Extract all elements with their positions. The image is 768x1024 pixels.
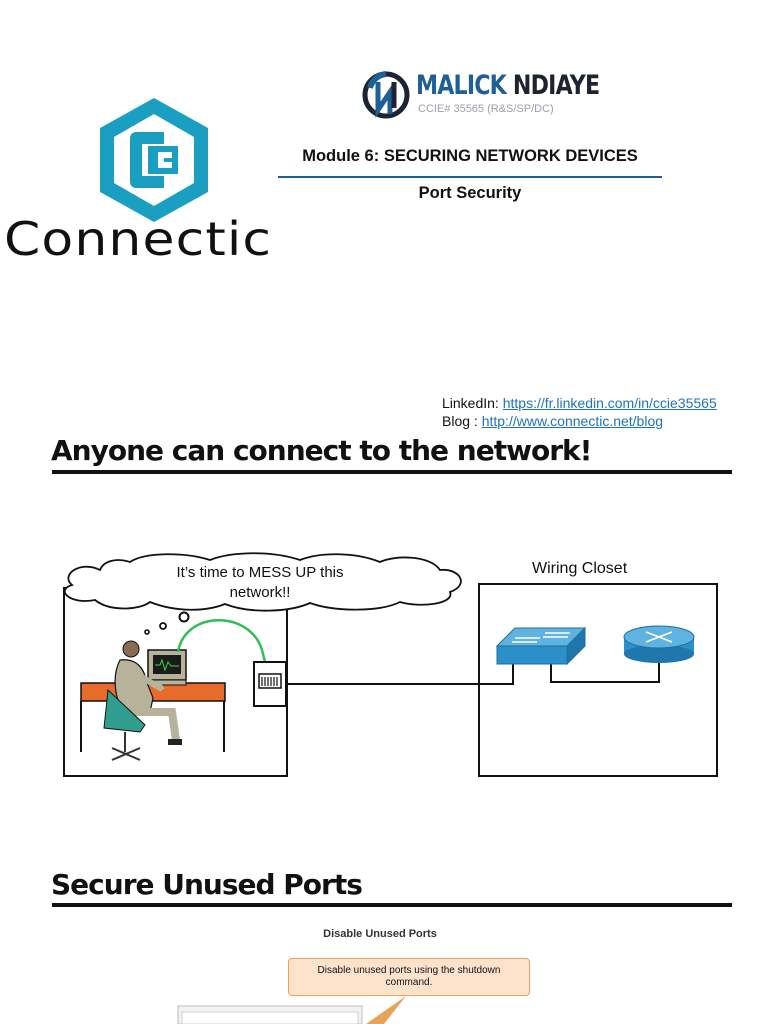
thought-cloud	[63, 552, 462, 612]
shutdown-callout: Disable unused ports using the shutdown …	[288, 958, 530, 996]
linkedin-link[interactable]: https://fr.linkedin.com/in/ccie35565	[502, 395, 717, 411]
switch-to-router-cable	[550, 662, 660, 683]
blog-label: Blog :	[442, 413, 482, 429]
connectic-logo-icon	[100, 98, 208, 222]
callout-line-1: Disable unused ports using the shutdown	[317, 965, 501, 976]
section-divider-1	[52, 470, 732, 474]
author-last-name: NDIAYE	[512, 70, 600, 101]
jack-to-switch-cable	[286, 664, 514, 685]
thought-line-1: It’s time to MESS UP this	[176, 564, 344, 581]
module-subtitle: Port Security	[418, 184, 522, 202]
person-figure	[103, 640, 182, 761]
wiring-closet-box	[478, 583, 718, 777]
module-divider	[278, 176, 662, 178]
switch-icon	[495, 626, 587, 666]
linkedin-label: LinkedIn:	[442, 395, 503, 411]
router-icon	[623, 625, 695, 663]
thought-bubble-large	[178, 611, 190, 623]
thought-bubble-medium	[159, 622, 167, 630]
author-certification: CCIE# 35565 (R&S/SP/DC)	[418, 103, 554, 115]
callout-pointer	[366, 996, 406, 1024]
wiring-closet-label: Wiring Closet	[532, 560, 628, 577]
thought-line-2: network!!	[229, 584, 291, 601]
patch-cable	[176, 619, 272, 683]
module-title: Module 6: SECURING NETWORK DEVICES	[302, 147, 638, 165]
thought-bubble-small	[144, 629, 150, 635]
blog-link[interactable]: http://www.connectic.net/blog	[481, 413, 664, 429]
callout-line-2: command.	[385, 977, 433, 988]
section-divider-2	[52, 903, 732, 907]
company-wordmark: Connectic	[4, 212, 273, 266]
figure-title: Disable Unused Ports	[323, 928, 437, 940]
thought-text: It’s time to MESS UP this network!!	[140, 563, 380, 603]
section-heading-secure-ports: Secure Unused Ports	[51, 868, 363, 901]
author-logo-icon	[362, 71, 410, 119]
author-name: MALICK NDIAYE	[416, 70, 600, 101]
terminal-window-partial	[177, 996, 406, 1024]
contact-links: LinkedIn: https://fr.linkedin.com/in/cci…	[442, 394, 717, 430]
author-first-name: MALICK	[416, 70, 507, 101]
section-heading-anyone-connect: Anyone can connect to the network!	[51, 434, 592, 467]
